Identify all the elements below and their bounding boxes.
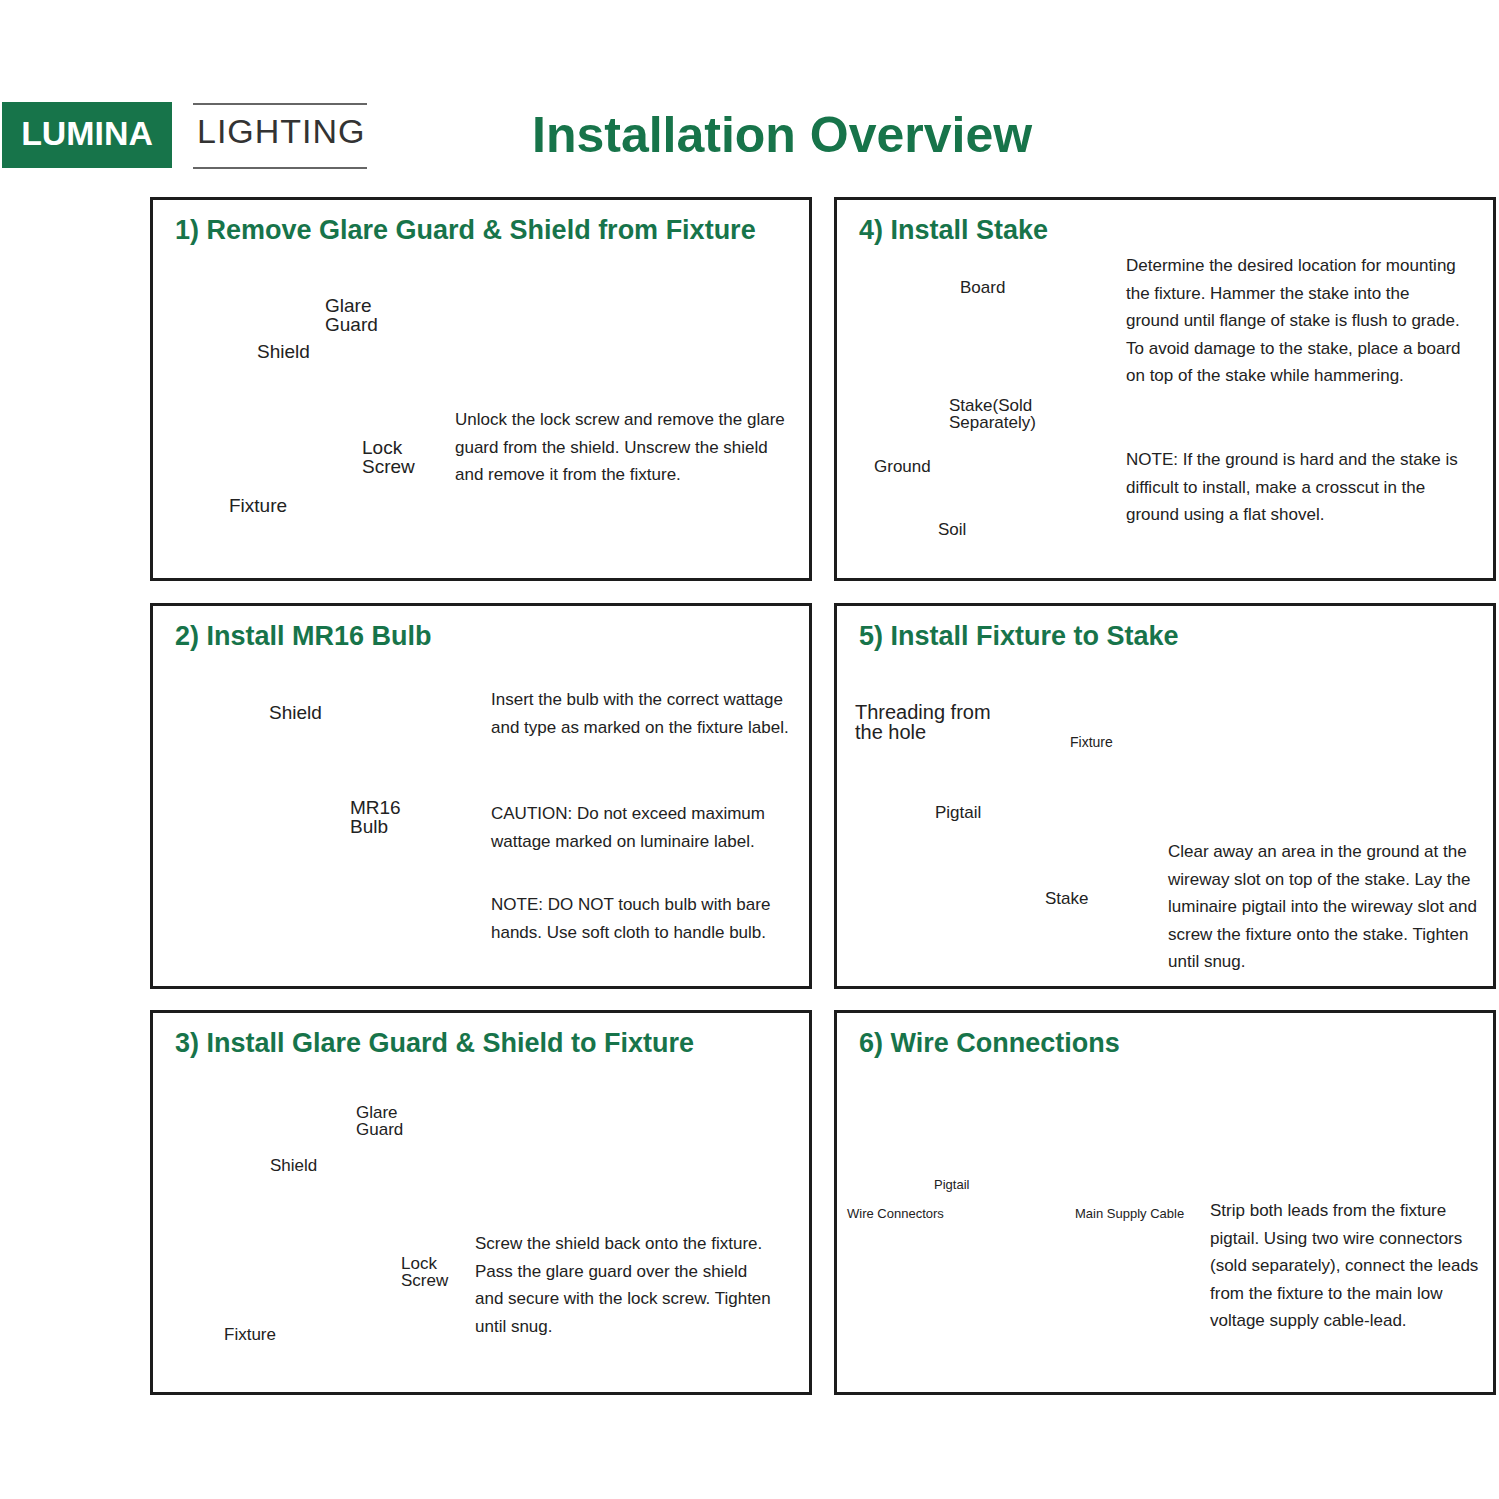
part-label: Shield bbox=[267, 703, 324, 722]
part-label: Glare Guard bbox=[323, 296, 399, 335]
part-label: Board bbox=[958, 279, 1007, 296]
step-panel: 6) Wire ConnectionsStrip both leads from… bbox=[834, 1010, 1496, 1395]
step-heading: 2) Install MR16 Bulb bbox=[175, 620, 795, 652]
step-heading: 1) Remove Glare Guard & Shield from Fixt… bbox=[175, 214, 795, 246]
step-text: Strip both leads from the fixture pigtai… bbox=[1210, 1197, 1490, 1335]
step-heading: 5) Install Fixture to Stake bbox=[859, 620, 1479, 652]
step-text: Clear away an area in the ground at the … bbox=[1168, 838, 1492, 976]
part-label: Lock Screw bbox=[399, 1255, 459, 1290]
step-panel: 5) Install Fixture to StakeClear away an… bbox=[834, 603, 1496, 989]
logo-box: LUMINA bbox=[2, 102, 172, 168]
part-label: Main Supply Cable bbox=[1073, 1207, 1186, 1220]
part-label: Shield bbox=[268, 1157, 319, 1174]
step-text: CAUTION: Do not exceed maximum wattage m… bbox=[491, 800, 803, 855]
part-label: Fixture bbox=[227, 496, 289, 515]
step-text: Screw the shield back onto the fixture. … bbox=[475, 1230, 775, 1340]
part-label: Shield bbox=[255, 342, 312, 361]
step-panel: 2) Install MR16 BulbInsert the bulb with… bbox=[150, 603, 812, 989]
step-text: Unlock the lock screw and remove the gla… bbox=[455, 406, 795, 489]
part-label: Stake(Sold Separately) bbox=[947, 397, 1059, 432]
step-text: Determine the desired location for mount… bbox=[1126, 252, 1466, 390]
page-title: Installation Overview bbox=[532, 106, 1032, 164]
step-heading: 6) Wire Connections bbox=[859, 1027, 1479, 1059]
part-label: Glare Guard bbox=[354, 1104, 420, 1139]
step-text: NOTE: DO NOT touch bulb with bare hands.… bbox=[491, 891, 803, 946]
part-label: Stake bbox=[1043, 890, 1090, 907]
logo-rules bbox=[193, 103, 367, 105]
logo-text: LUMINA bbox=[2, 114, 172, 153]
step-heading: 3) Install Glare Guard & Shield to Fixtu… bbox=[175, 1027, 795, 1059]
logo-wordmark: LIGHTING bbox=[195, 114, 368, 149]
step-heading: 4) Install Stake bbox=[859, 214, 1479, 246]
step-panel: 1) Remove Glare Guard & Shield from Fixt… bbox=[150, 197, 812, 581]
part-label: Lock Screw bbox=[360, 438, 428, 477]
part-label: Threading from the hole bbox=[853, 702, 999, 743]
part-label: Soil bbox=[936, 521, 968, 538]
part-label: Fixture bbox=[1068, 735, 1115, 749]
part-label: Ground bbox=[872, 458, 933, 475]
step-text: NOTE: If the ground is hard and the stak… bbox=[1126, 446, 1466, 529]
logo-rules bbox=[193, 104, 367, 168]
part-label: Pigtail bbox=[932, 1178, 971, 1191]
part-label: Wire Connectors bbox=[845, 1207, 946, 1220]
part-label: Pigtail bbox=[933, 804, 983, 821]
logo-rules bbox=[193, 167, 367, 169]
part-label: MR16 Bulb bbox=[348, 798, 414, 837]
step-text: Insert the bulb with the correct wattage… bbox=[491, 686, 803, 741]
part-label: Fixture bbox=[222, 1326, 278, 1343]
step-panel: 4) Install StakeDetermine the desired lo… bbox=[834, 197, 1496, 581]
